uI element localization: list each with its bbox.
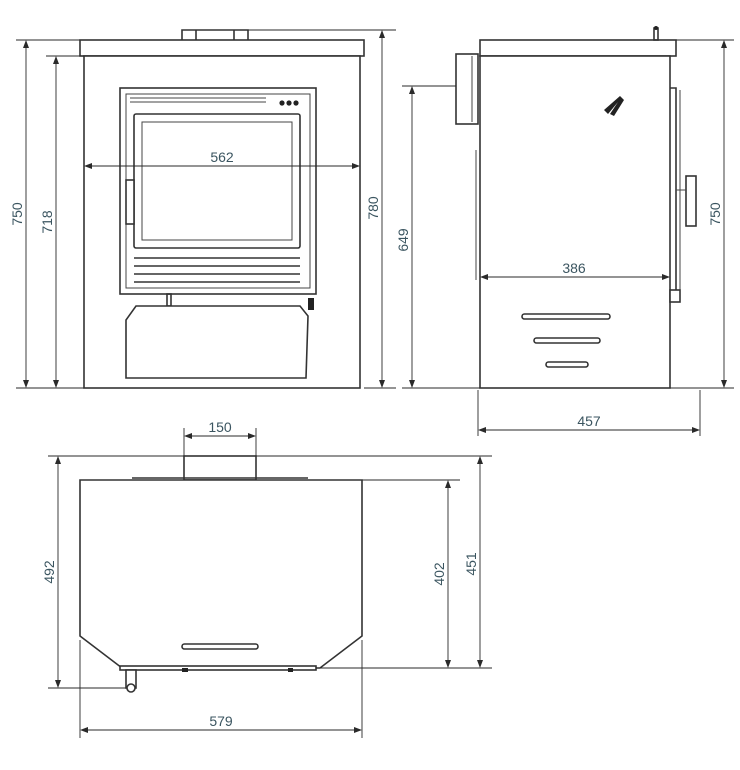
front-control-knob bbox=[286, 100, 292, 106]
front-door-handle bbox=[125, 179, 135, 225]
side-top-plate bbox=[479, 39, 677, 57]
side-vent bbox=[545, 361, 589, 368]
top-body bbox=[79, 479, 363, 669]
dim-side-750: 750 bbox=[707, 202, 723, 226]
dim-side-649: 649 bbox=[395, 228, 411, 252]
dim-front-562: 562 bbox=[210, 149, 234, 165]
front-top-handle bbox=[181, 29, 249, 40]
dim-top-150: 150 bbox=[208, 419, 232, 435]
front-view: 750 718 562 780 bbox=[9, 29, 396, 389]
dim-top-451: 451 bbox=[463, 552, 479, 576]
side-body bbox=[479, 55, 671, 389]
dim-top-402: 402 bbox=[431, 562, 447, 586]
top-flue bbox=[183, 455, 257, 481]
dim-top-492: 492 bbox=[41, 560, 57, 584]
front-control-knob bbox=[279, 100, 285, 106]
top-slot bbox=[181, 643, 259, 650]
front-control-knob bbox=[293, 100, 299, 106]
dim-side-386: 386 bbox=[562, 260, 586, 276]
side-vent bbox=[521, 313, 611, 320]
side-door-handle bbox=[685, 175, 697, 227]
top-view: 150 492 451 402 579 bbox=[41, 419, 492, 738]
dim-front-750: 750 bbox=[9, 202, 25, 226]
dim-side-457: 457 bbox=[577, 413, 601, 429]
dim-top-579: 579 bbox=[209, 713, 233, 729]
front-door-frame bbox=[119, 87, 317, 295]
dim-front-718: 718 bbox=[39, 210, 55, 234]
side-lever bbox=[604, 96, 624, 116]
side-vent bbox=[533, 337, 601, 344]
front-top-plate bbox=[79, 39, 365, 57]
side-flue bbox=[455, 53, 479, 125]
front-ash-pan bbox=[125, 305, 309, 379]
side-view: 386 649 750 457 bbox=[395, 26, 734, 436]
dim-front-780: 780 bbox=[365, 196, 381, 220]
